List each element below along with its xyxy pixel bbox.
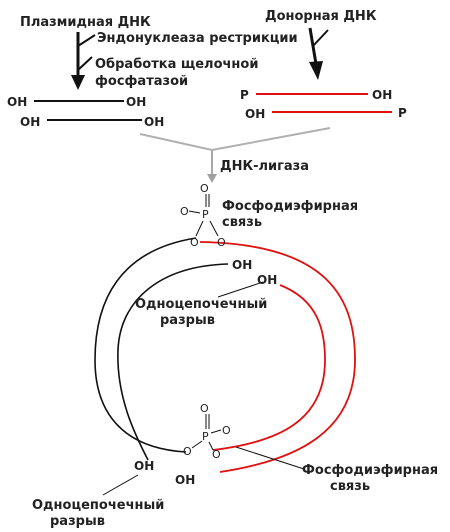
top-phosphodiester-label-line2: связь bbox=[222, 215, 262, 230]
bottom-phosphate-bond-left bbox=[191, 440, 203, 449]
donor-top-left-p: P bbox=[240, 88, 249, 102]
plasmid-bottom-right-oh: OH bbox=[144, 115, 164, 129]
donor-title: Донорная ДНК bbox=[265, 9, 377, 24]
ligase-arrowhead bbox=[207, 174, 217, 183]
bottom-nick-label-line2: разрыв bbox=[50, 514, 105, 529]
donor-bottom-right-p: P bbox=[398, 106, 407, 120]
outer-black-strand bbox=[94, 237, 197, 453]
bottom-phosphate-bond-bottom bbox=[208, 441, 214, 451]
top-phosphate-p: P bbox=[202, 208, 209, 221]
top-phosphodiester-label-line1: Фосфодиэфирная bbox=[222, 199, 358, 214]
top-phosphate-bond-left bbox=[188, 210, 201, 214]
plasmid-process-arrowhead bbox=[71, 75, 85, 90]
bottom-phosphate-o-left: O bbox=[183, 445, 192, 458]
bottom-nick-label-line1: Одноцепочечный bbox=[32, 498, 164, 513]
top-phosphate-o-bottom-left: O bbox=[190, 236, 199, 249]
plasmid-top-left-oh: OH bbox=[7, 95, 27, 109]
restriction-branch-line bbox=[77, 34, 96, 47]
top-phosphate-o-left: O bbox=[180, 205, 189, 218]
bottom-phosphate-o-bottom: O bbox=[212, 448, 221, 461]
top-phosphate-o-top: O bbox=[200, 182, 209, 195]
inner-red-strand bbox=[212, 284, 326, 451]
bottom-phosphate-bond-right bbox=[210, 429, 222, 434]
phosphatase-branch-line bbox=[77, 56, 93, 71]
top-phosphate-bond-bottom-right bbox=[209, 220, 219, 237]
donor-top-right-oh: OH bbox=[372, 88, 392, 102]
top-nick-label-line1: Одноцепочечный bbox=[135, 297, 267, 312]
restriction-step-label: Эндонуклеаза рестрикции bbox=[97, 31, 298, 46]
inner-black-strand bbox=[117, 263, 229, 461]
top-phosphate-o-bottom-right: O bbox=[217, 236, 226, 249]
ring-inner-oh-left: OH bbox=[232, 258, 252, 272]
phosphatase-step-label-line2: фосфатазой bbox=[95, 74, 188, 89]
phosphatase-step-label-line1: Обработка щелочной bbox=[95, 57, 258, 72]
converging-gray-lines bbox=[139, 127, 331, 152]
top-phosphate-bond-bottom-left bbox=[195, 220, 204, 237]
top-nick-label-line2: разрыв bbox=[160, 313, 215, 328]
top-nick-pointer bbox=[217, 281, 264, 298]
bottom-phosphodiester-label-line2: связь bbox=[330, 479, 370, 494]
bottom-phosphate-o-right: O bbox=[222, 424, 231, 437]
donor-bottom-left-oh: OH bbox=[245, 107, 265, 121]
ligase-label: ДНК-лигаза bbox=[220, 159, 309, 174]
plasmid-top-right-oh: OH bbox=[126, 95, 146, 109]
bottom-nick-pointer bbox=[102, 474, 139, 496]
bottom-phosphodiester-label-line1: Фосфодиэфирная bbox=[302, 463, 438, 478]
bottom-phosphate-o-top: O bbox=[200, 402, 209, 415]
donor-arrowhead bbox=[309, 61, 323, 80]
ring-bottom-oh-left: OH bbox=[134, 459, 154, 473]
outer-red-strand bbox=[199, 241, 356, 473]
bottom-phosphodiester-pointer bbox=[235, 446, 305, 470]
ring-bottom-oh-right: OH bbox=[175, 473, 195, 487]
bottom-phosphate-p: P bbox=[202, 430, 209, 443]
ring-inner-oh-right: OH bbox=[257, 273, 277, 287]
donor-branch-line bbox=[312, 29, 329, 47]
plasmid-bottom-left-oh: OH bbox=[20, 115, 40, 129]
plasmid-title: Плазмидная ДНК bbox=[20, 15, 151, 30]
